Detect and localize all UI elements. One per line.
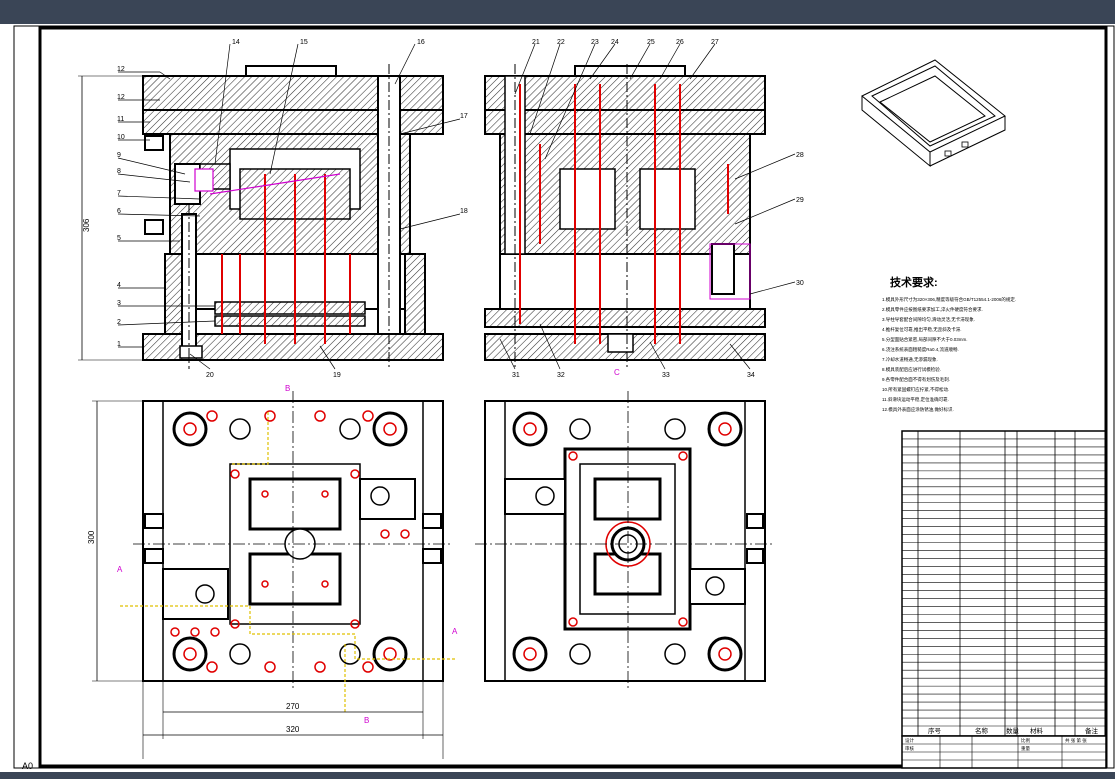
svg-text:12.模具外表面应涂防锈油,做好标识.: 12.模具外表面应涂防锈油,做好标识. <box>882 406 954 413</box>
callout-label: 12 <box>117 94 125 101</box>
svg-text:7.冷却水道畅通,无渗漏现象.: 7.冷却水道畅通,无渗漏现象. <box>882 356 938 363</box>
plan-view-right <box>475 391 775 691</box>
callout-label: 2 <box>117 319 121 326</box>
tech-requirements: 技术要求: 1.模具外形尺寸为320×306,精度等级符合GB/T12554.1… <box>882 275 1016 413</box>
callout-label: 6 <box>117 208 121 215</box>
callout-label: 23 <box>591 39 599 46</box>
callout-label: 29 <box>796 197 804 204</box>
dimension-height-plan: 300 <box>87 400 143 682</box>
svg-text:序号: 序号 <box>928 726 942 735</box>
callout-label: 7 <box>117 190 121 197</box>
callout-label: 15 <box>300 39 308 46</box>
svg-text:2.模具零件应按图纸要求加工,淬火件硬度符合要求.: 2.模具零件应按图纸要求加工,淬火件硬度符合要求. <box>882 306 983 313</box>
svg-text:270: 270 <box>286 702 300 711</box>
svg-text:备注: 备注 <box>1085 726 1099 735</box>
svg-text:5.分型面贴合紧密,局部间隙不大于0.03mm.: 5.分型面贴合紧密,局部间隙不大于0.03mm. <box>882 336 968 343</box>
sheet-size-label: A0 <box>22 761 33 771</box>
section-mark-c: C <box>614 368 620 377</box>
callout-label: 20 <box>206 372 214 379</box>
dimension-height-front: 306 <box>78 75 143 361</box>
callout-label: 24 <box>611 39 619 46</box>
callout-labels-left: 12 12 11 10 9 8 7 6 5 4 3 2 1 14 15 16 1… <box>117 39 468 379</box>
callout-label: 25 <box>647 39 655 46</box>
callout-label: 5 <box>117 235 121 242</box>
svg-text:6.浇注系统表面粗糙度Ra0.4,流道顺畅.: 6.浇注系统表面粗糙度Ra0.4,流道顺畅. <box>882 346 959 353</box>
svg-text:数量: 数量 <box>1006 726 1020 735</box>
callout-label: 19 <box>333 372 341 379</box>
callout-label: 21 <box>532 39 540 46</box>
svg-text:1.模具外形尺寸为320×306,精度等级符合GB/T125: 1.模具外形尺寸为320×306,精度等级符合GB/T12554.1-2006的… <box>882 296 1016 303</box>
svg-text:11.斜滑块运动平稳,定位准确可靠.: 11.斜滑块运动平稳,定位准确可靠. <box>882 396 949 403</box>
plan-view-left <box>120 391 455 712</box>
svg-text:300: 300 <box>87 530 96 544</box>
outer-frame <box>13 25 1115 769</box>
bom-header: 序号 名称 数量 材料 备注 <box>928 726 1099 735</box>
callout-label: 12 <box>117 66 125 73</box>
svg-text:10.所有紧固螺钉应拧紧,不得松动.: 10.所有紧固螺钉应拧紧,不得松动. <box>882 386 949 393</box>
svg-text:设计: 设计 <box>905 737 914 744</box>
callout-label: 11 <box>117 116 124 123</box>
callout-label: 14 <box>232 39 240 46</box>
drawing-sheet: A0 <box>0 24 1115 772</box>
section-marks: A A B B C <box>117 368 620 725</box>
dimension-width: 270 320 <box>142 681 444 759</box>
inner-frame <box>38 26 1108 768</box>
title-block: 设计 审核 比例 重量 共 张 第 张 <box>901 735 1107 769</box>
status-bar <box>0 772 1115 779</box>
callout-label: 34 <box>747 372 755 379</box>
callout-label: 16 <box>417 39 425 46</box>
callout-label: 3 <box>117 300 121 307</box>
callout-label: 26 <box>676 39 684 46</box>
section-mark-a: A <box>452 627 458 636</box>
callout-label: 32 <box>557 372 565 379</box>
window-title-bar <box>0 0 1115 24</box>
callout-label: 33 <box>662 372 670 379</box>
callout-label: 30 <box>796 280 804 287</box>
bom-table <box>901 430 1107 737</box>
callout-label: 31 <box>512 372 520 379</box>
svg-text:审核: 审核 <box>905 745 914 752</box>
callout-labels-right: 21 22 23 24 25 26 27 28 29 30 31 32 33 3… <box>499 39 804 379</box>
front-section-view-left <box>142 64 444 369</box>
svg-text:306: 306 <box>82 218 91 232</box>
callout-label: 1 <box>117 341 121 348</box>
callout-label: 9 <box>117 152 121 159</box>
part-isometric-view <box>861 59 1006 168</box>
callout-label: 8 <box>117 168 121 175</box>
callout-label: 10 <box>117 134 125 141</box>
section-mark-b: B <box>285 384 290 393</box>
svg-text:9.各零件配合面不得有划伤及毛刺.: 9.各零件配合面不得有划伤及毛刺. <box>882 376 950 383</box>
svg-text:3.导柱导套配合间隙均匀,滑动灵活,无卡滞现象.: 3.导柱导套配合间隙均匀,滑动灵活,无卡滞现象. <box>882 316 975 323</box>
callout-label: 18 <box>460 208 468 215</box>
tech-requirements-title: 技术要求: <box>890 275 938 289</box>
callout-label: 4 <box>117 282 121 289</box>
svg-text:8.模具装配后应进行试模检验.: 8.模具装配后应进行试模检验. <box>882 366 941 373</box>
svg-text:名称: 名称 <box>975 726 989 735</box>
section-mark-b: B <box>364 716 369 725</box>
callout-label: 27 <box>711 39 719 46</box>
svg-text:4.推杆复位可靠,推出平稳,无歪斜及卡滞.: 4.推杆复位可靠,推出平稳,无歪斜及卡滞. <box>882 326 962 333</box>
svg-text:材料: 材料 <box>1030 726 1044 735</box>
callout-label: 28 <box>796 152 804 159</box>
section-mark-a: A <box>117 565 123 574</box>
svg-text:重量: 重量 <box>1021 745 1030 752</box>
callout-label: 17 <box>460 113 468 120</box>
svg-text:比例: 比例 <box>1021 737 1030 744</box>
svg-text:共 张 第 张: 共 张 第 张 <box>1065 737 1087 744</box>
front-section-view-right <box>484 64 766 369</box>
callout-label: 22 <box>557 39 565 46</box>
svg-text:320: 320 <box>286 725 300 734</box>
